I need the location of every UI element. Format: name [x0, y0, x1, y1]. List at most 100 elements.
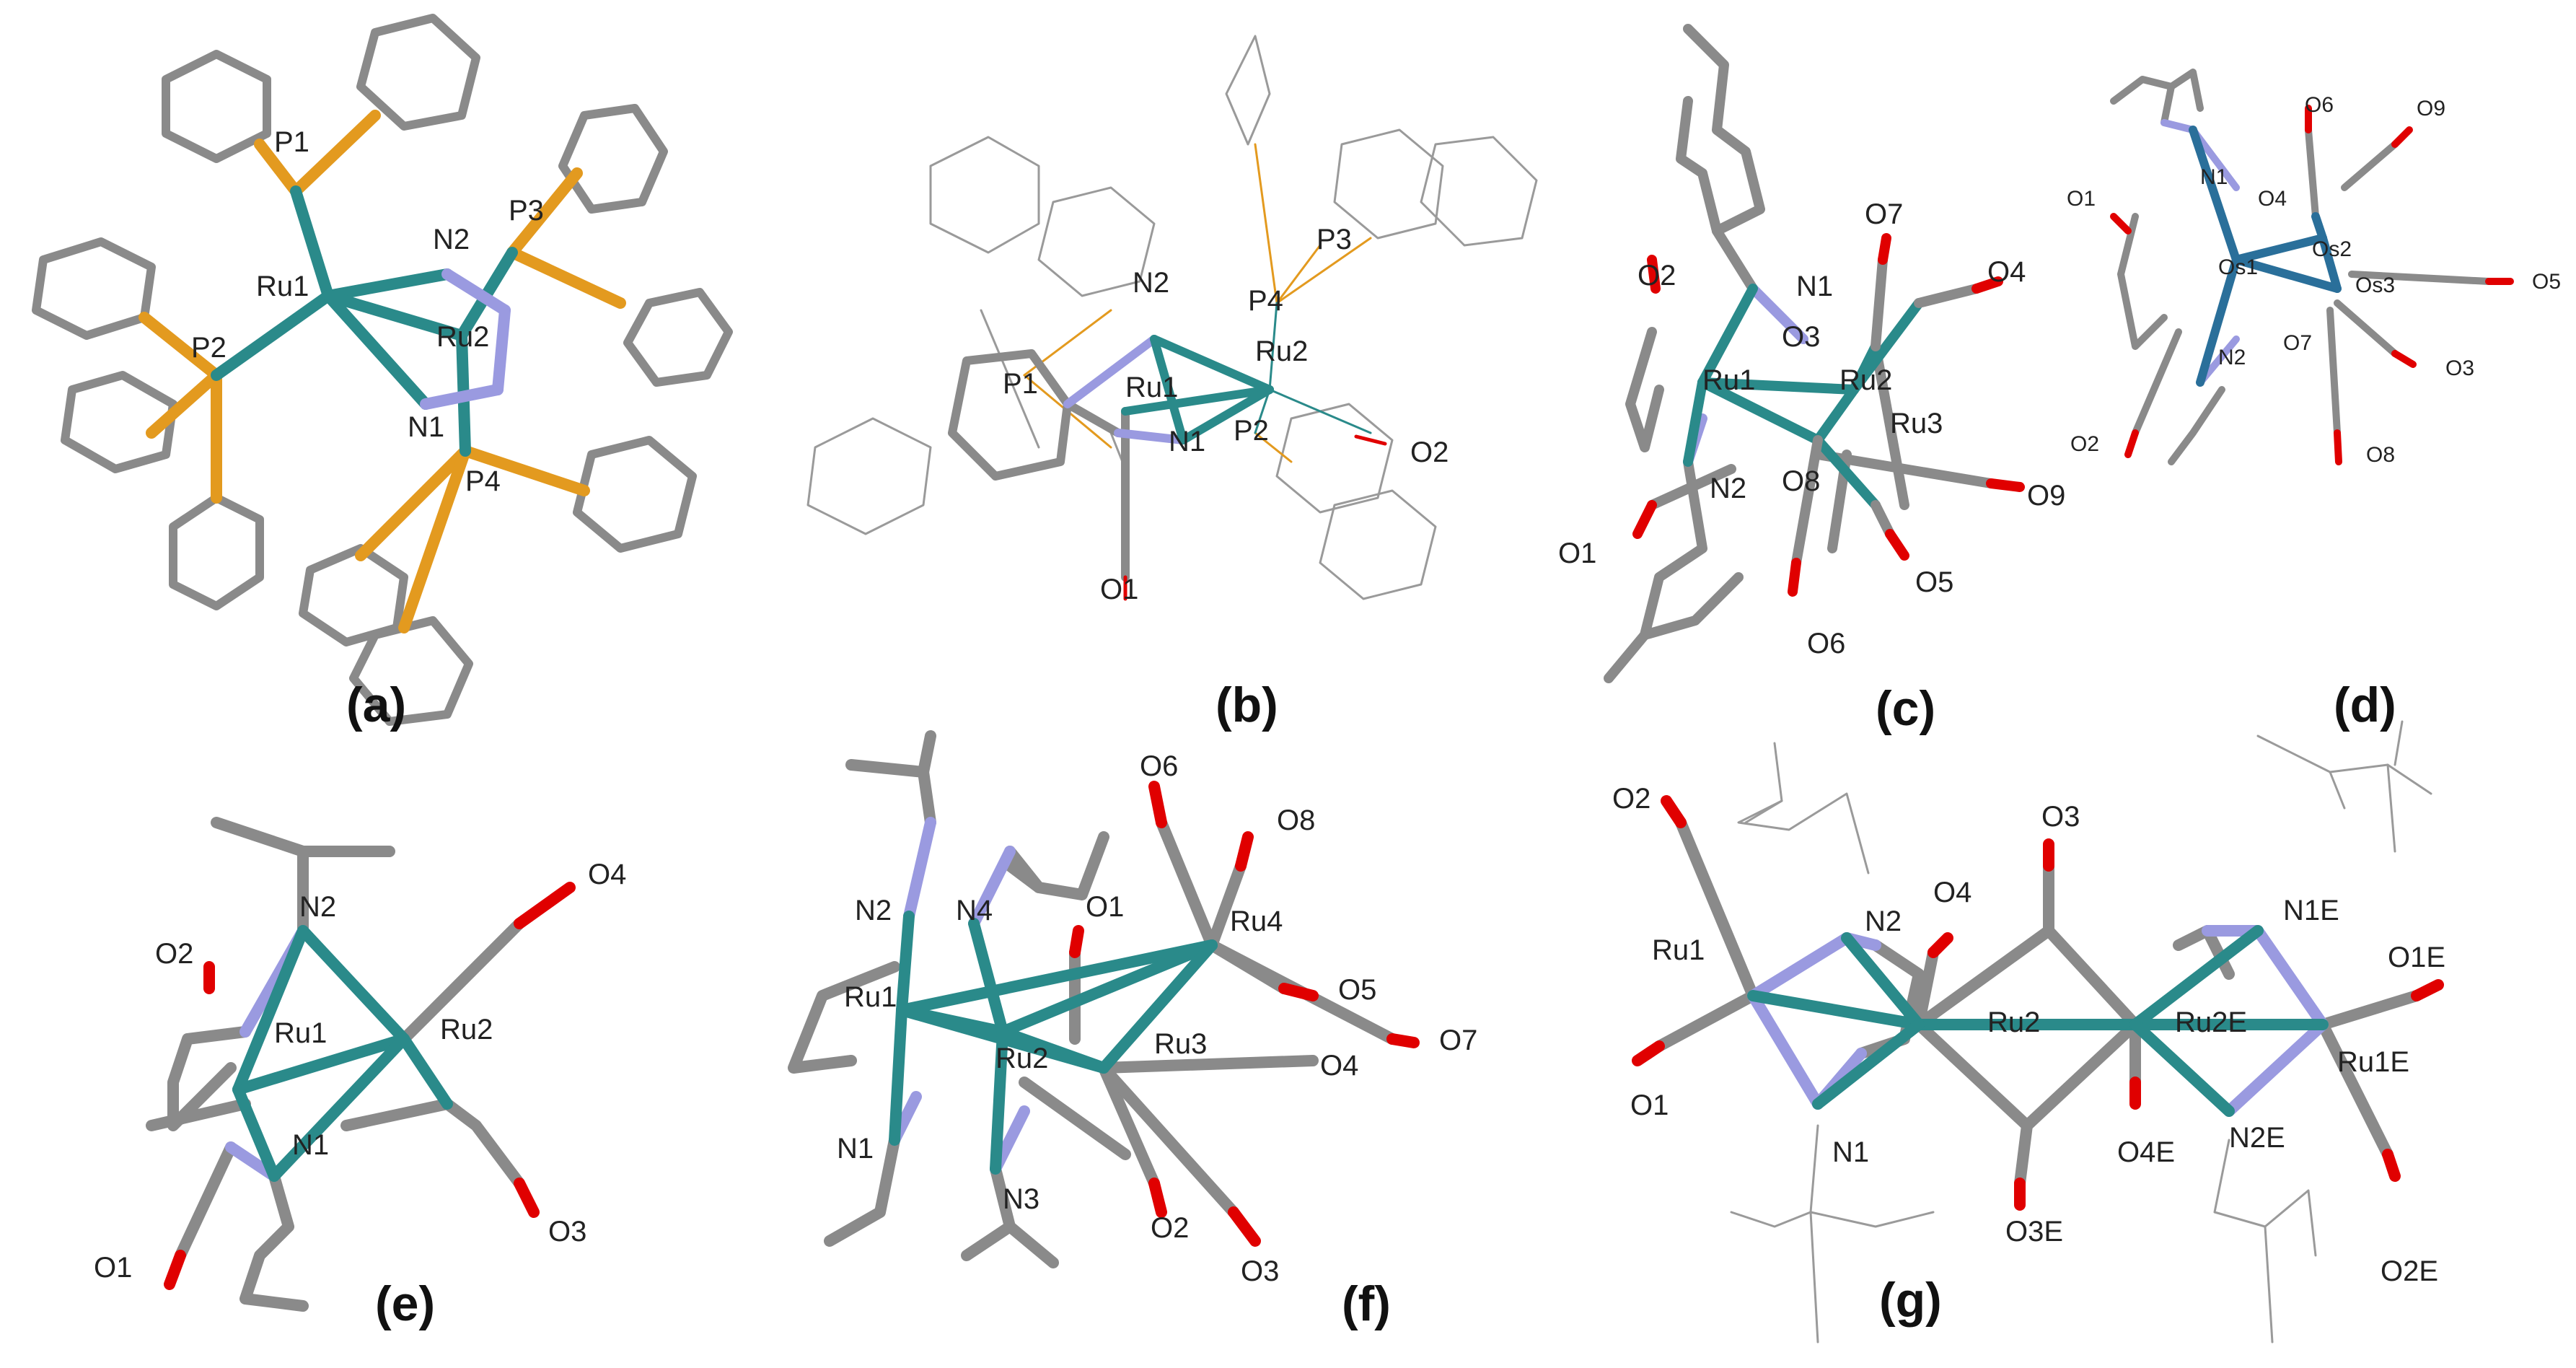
atom-label: N3: [1003, 1183, 1039, 1215]
atom-label: N2: [1133, 267, 1169, 299]
atom-label: Ru1: [1702, 364, 1755, 396]
atom-label: O8: [2366, 443, 2395, 467]
panel-a-atom-labels: P1 N2 P3 Ru1 Ru2 P2 N1 P4: [191, 126, 544, 497]
panel-g-structure: [1632, 720, 2444, 1343]
panel-d-structure: [2110, 69, 2514, 465]
atom-label: N2: [1710, 473, 1746, 504]
atom-label: O1: [1100, 574, 1138, 605]
panel-c: O7 O2 N1 O4 O3 Ru1 Ru2 Ru3 N2 O8 O9 O1 O…: [1558, 24, 2065, 736]
atom-label: O2: [155, 938, 193, 970]
atom-label: Ru2: [995, 1043, 1048, 1074]
atom-label: N1: [408, 411, 444, 443]
atom-label: N1: [1169, 426, 1205, 457]
panel-c-structure: [1604, 24, 2025, 683]
atom-label: P2: [191, 332, 227, 364]
atom-label: Ru1E: [2337, 1046, 2409, 1078]
panel-e-structure: [146, 817, 576, 1312]
atom-label: Ru1: [844, 981, 897, 1013]
atom-label: O3: [1782, 321, 1820, 353]
atom-label: N2: [299, 891, 336, 923]
atom-label: Ru3: [1890, 408, 1943, 439]
panel-c-atom-labels: O7 O2 N1 O4 O3 Ru1 Ru2 Ru3 N2 O8 O9 O1 O…: [1558, 198, 2065, 659]
panel-caption-g: (g): [1879, 1273, 1942, 1328]
atom-label: O2: [2070, 432, 2099, 456]
atom-label: Ru2: [1839, 364, 1892, 396]
atom-label: N1: [1796, 271, 1833, 302]
atom-label: Ru3: [1154, 1028, 1207, 1060]
panel-caption-a: (a): [346, 678, 406, 732]
atom-label: O1: [2067, 187, 2096, 211]
atom-label: N4: [956, 895, 993, 926]
atom-label: O2: [1151, 1212, 1189, 1244]
atom-label: O6: [1807, 628, 1845, 659]
atom-label: O1: [1630, 1089, 1669, 1121]
atom-label: Ru1: [256, 271, 309, 302]
atom-label: O4: [588, 859, 626, 890]
atom-label: N2: [1865, 906, 1902, 937]
atom-label: N2: [433, 224, 470, 255]
panel-e-atom-labels: O4 O2 N2 Ru1 Ru2 N1 O3 O1: [94, 859, 626, 1284]
panel-e: O4 O2 N2 Ru1 Ru2 N1 O3 O1 (e): [94, 817, 626, 1331]
panel-caption-e: (e): [375, 1276, 435, 1331]
panel-f: O6 O8 N2 N4 O1 Ru4 Ru1 O5 O7 Ru3 Ru2 O4 …: [788, 730, 1477, 1331]
panel-g: O2 O3 O4 N2 N1E O1E Ru1 Ru2 Ru2E Ru1E O1…: [1612, 720, 2445, 1343]
atom-label: Ru1: [274, 1017, 327, 1049]
panel-f-structure: [788, 730, 1420, 1268]
atom-label: P1: [1003, 368, 1038, 400]
atom-label: N2: [2218, 346, 2246, 369]
atom-label: Ru2: [1987, 1007, 2040, 1038]
atom-label: P1: [274, 126, 309, 158]
atom-label: Ru2E: [2175, 1007, 2247, 1038]
atom-label: O4: [1320, 1050, 1358, 1082]
atom-label: O6: [1140, 750, 1178, 782]
panel-b-structure: [806, 35, 1538, 601]
atom-label: O3: [1241, 1255, 1279, 1287]
atom-label: O3E: [2005, 1216, 2063, 1248]
atom-label: O4: [1933, 877, 1971, 908]
panel-a-structure: [32, 14, 733, 726]
atom-label: O4E: [2117, 1136, 2175, 1168]
atom-label: O2: [1410, 437, 1449, 468]
atom-label: O7: [1865, 198, 1903, 230]
atom-label: Ru2: [440, 1014, 493, 1045]
atom-label: O7: [2283, 331, 2312, 355]
atom-label: N1: [292, 1129, 329, 1161]
atom-label: N1E: [2283, 895, 2339, 926]
panel-caption-c: (c): [1876, 681, 1935, 736]
panel-caption-b: (b): [1216, 678, 1278, 732]
atom-label: Os1: [2218, 255, 2258, 279]
atom-label: N2E: [2229, 1122, 2285, 1154]
panel-d-atom-labels: O6 O9 N1 O1 O4 Os2 Os1 Os3 O5 N2 O7 O3 O…: [2067, 93, 2561, 467]
atom-label: O1E: [2388, 942, 2445, 973]
atom-label: P4: [1248, 285, 1283, 317]
atom-label: O9: [2027, 480, 2065, 512]
atom-label: O3: [2041, 801, 2080, 833]
panel-f-atom-labels: O6 O8 N2 N4 O1 Ru4 Ru1 O5 O7 Ru3 Ru2 O4 …: [837, 750, 1477, 1287]
atom-label: O7: [1439, 1025, 1477, 1056]
atom-label: O1: [1558, 538, 1596, 569]
atom-label: Ru1: [1125, 372, 1178, 403]
atom-label: Os3: [2355, 273, 2395, 297]
atom-label: O5: [1338, 974, 1376, 1006]
atom-label: Ru2: [436, 321, 489, 353]
panel-a: P1 N2 P3 Ru1 Ru2 P2 N1 P4 (a): [32, 14, 733, 732]
panel-b: P3 N2 P4 Ru2 P1 Ru1 N1 P2 O2 O1 (b): [806, 35, 1538, 732]
atom-label: O1: [1086, 891, 1124, 923]
atom-label: O6: [2305, 93, 2334, 117]
panel-caption-d: (d): [2334, 678, 2396, 732]
atom-label: Os2: [2312, 237, 2352, 261]
panel-g-atom-labels: O2 O3 O4 N2 N1E O1E Ru1 Ru2 Ru2E Ru1E O1…: [1612, 783, 2445, 1287]
atom-label: O2: [1612, 783, 1650, 815]
atom-label: Ru1: [1652, 934, 1705, 966]
atom-label: P3: [1316, 224, 1352, 255]
panel-d: O6 O9 N1 O1 O4 Os2 Os1 Os3 O5 N2 O7 O3 O…: [2067, 69, 2561, 732]
atom-label: Ru4: [1230, 906, 1283, 937]
atom-label: O3: [2445, 356, 2474, 380]
atom-label: N1: [837, 1133, 874, 1165]
atom-label: N1: [1832, 1136, 1869, 1168]
atom-label: O3: [548, 1216, 586, 1248]
atom-label: N1: [2200, 165, 2228, 189]
atom-label: Ru2: [1255, 336, 1308, 367]
atom-label: O8: [1782, 465, 1820, 497]
